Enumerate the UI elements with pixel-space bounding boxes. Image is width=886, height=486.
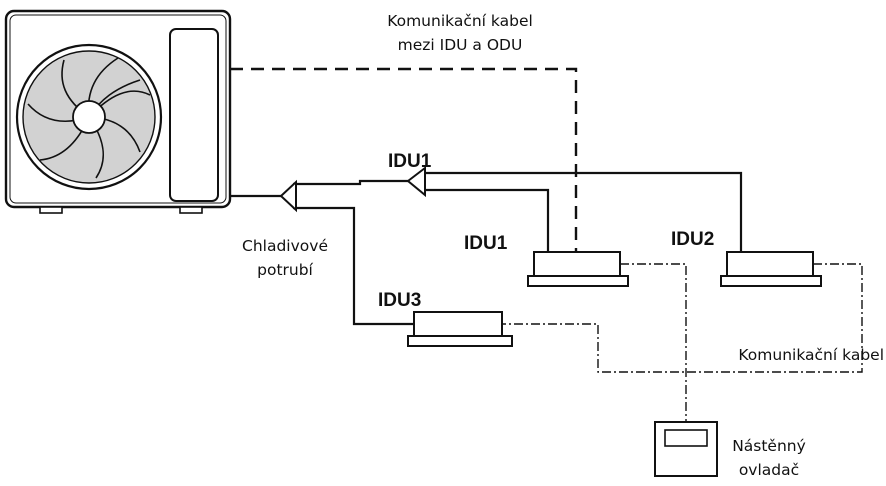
outdoor-unit-icon — [4, 9, 232, 214]
wall-controller-label-line1: Nástěnný — [732, 437, 806, 455]
idu1-ceiling-cassette-icon — [527, 251, 629, 287]
wall-controller-label-line2: ovladač — [739, 461, 799, 479]
comm-cable-top-label-line1: Komunikační kabel — [387, 12, 533, 30]
idu1-unit-label: IDU1 — [464, 233, 508, 254]
refrigerant-pipe-label-line2: potrubí — [257, 261, 313, 279]
refrigerant-piping — [230, 171, 743, 326]
odu-idu-comm-cable — [230, 67, 578, 252]
idu2-ceiling-cassette-icon — [720, 251, 822, 287]
refrigerant-pipe-label-line1: Chladivové — [242, 237, 328, 255]
idu-comm-cable — [502, 263, 863, 422]
refnet-branch-icon-2 — [406, 165, 426, 198]
comm-cable-right-label: Komunikační kabel — [738, 346, 884, 364]
idu2-unit-label: IDU2 — [671, 229, 714, 250]
refnet-branch-icon — [279, 179, 297, 213]
idu3-unit-label: IDU3 — [378, 290, 421, 311]
idu1-branch-label: IDU1 — [388, 151, 432, 172]
comm-cable-top-label-line2: mezi IDU a ODU — [398, 36, 523, 54]
wall-controller-icon — [654, 421, 718, 477]
idu3-ceiling-cassette-icon — [407, 311, 513, 347]
